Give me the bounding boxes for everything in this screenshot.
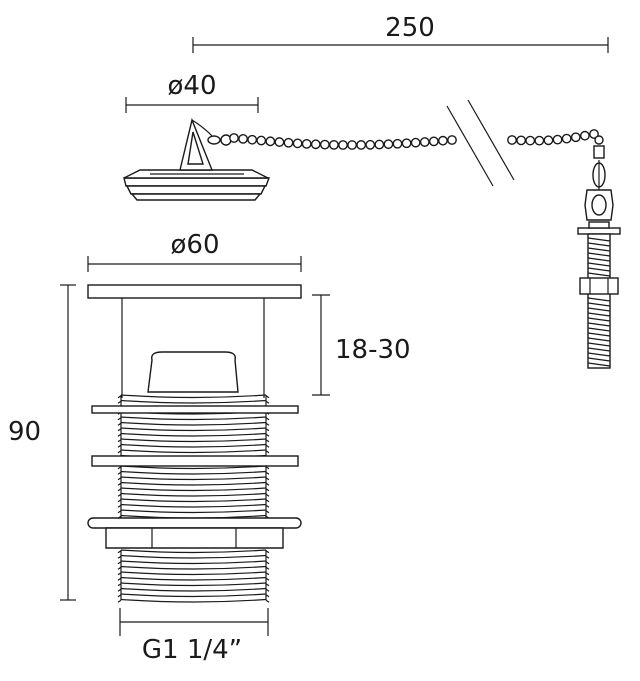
- chain-bead: [383, 139, 394, 150]
- adjust-range-label: 18-30: [335, 335, 411, 365]
- chain-bead: [419, 137, 430, 147]
- adjust-range-dimension: 18-30: [312, 294, 411, 396]
- chain-bead: [589, 129, 599, 139]
- chain-bead: [247, 134, 258, 145]
- chain-bead: [552, 134, 563, 145]
- chain-bead: [338, 140, 348, 150]
- chain-bead: [265, 136, 276, 147]
- chain-bead: [365, 139, 376, 150]
- chain-bead: [274, 137, 285, 147]
- chain-bead: [256, 135, 267, 146]
- plug-diameter-dimension: ø40: [125, 71, 259, 113]
- plug-diameter-label: ø40: [168, 71, 217, 101]
- chain-bead: [438, 135, 448, 146]
- ball-chain: [229, 129, 599, 150]
- chain-bead: [283, 137, 294, 148]
- chain-bead: [329, 139, 339, 150]
- chain-bead: [579, 130, 590, 141]
- chain-bead: [301, 138, 312, 149]
- chain-bead: [447, 135, 457, 145]
- chain-bead: [570, 132, 581, 143]
- chain-bead: [356, 140, 367, 150]
- thread-size-label: G1 1/4”: [142, 635, 242, 665]
- waste-body: [87, 284, 302, 603]
- flange-diameter-dimension: ø60: [87, 230, 302, 272]
- plug-stopper: [123, 117, 271, 201]
- chain-stay-bolt: [577, 135, 621, 369]
- chain-bead: [561, 133, 572, 144]
- thread-size-dimension: G1 1/4”: [119, 608, 269, 665]
- chain-bead: [392, 138, 403, 149]
- chain-bead: [543, 135, 554, 146]
- chain-bead: [347, 140, 357, 150]
- chain-bead: [374, 139, 385, 150]
- chain-bead: [534, 135, 545, 146]
- total-height-label: 90: [8, 417, 41, 447]
- chain-bead: [292, 138, 303, 149]
- chain-bead: [428, 136, 439, 147]
- chain-bead: [319, 139, 330, 150]
- chain-bead: [507, 135, 517, 145]
- chain-bead: [525, 135, 536, 146]
- total-height-dimension: 90: [8, 284, 76, 601]
- flange-diameter-label: ø60: [171, 230, 220, 260]
- chain-bead: [410, 137, 421, 148]
- chain-length-label: 250: [385, 13, 435, 43]
- chain-bead: [516, 135, 527, 146]
- chain-bead: [238, 133, 248, 144]
- chain-bead: [310, 139, 321, 150]
- chain-bead: [401, 138, 412, 149]
- chain-bead: [229, 133, 239, 143]
- chain-length-dimension: 250: [192, 13, 609, 53]
- chain-break-marks: [446, 99, 515, 187]
